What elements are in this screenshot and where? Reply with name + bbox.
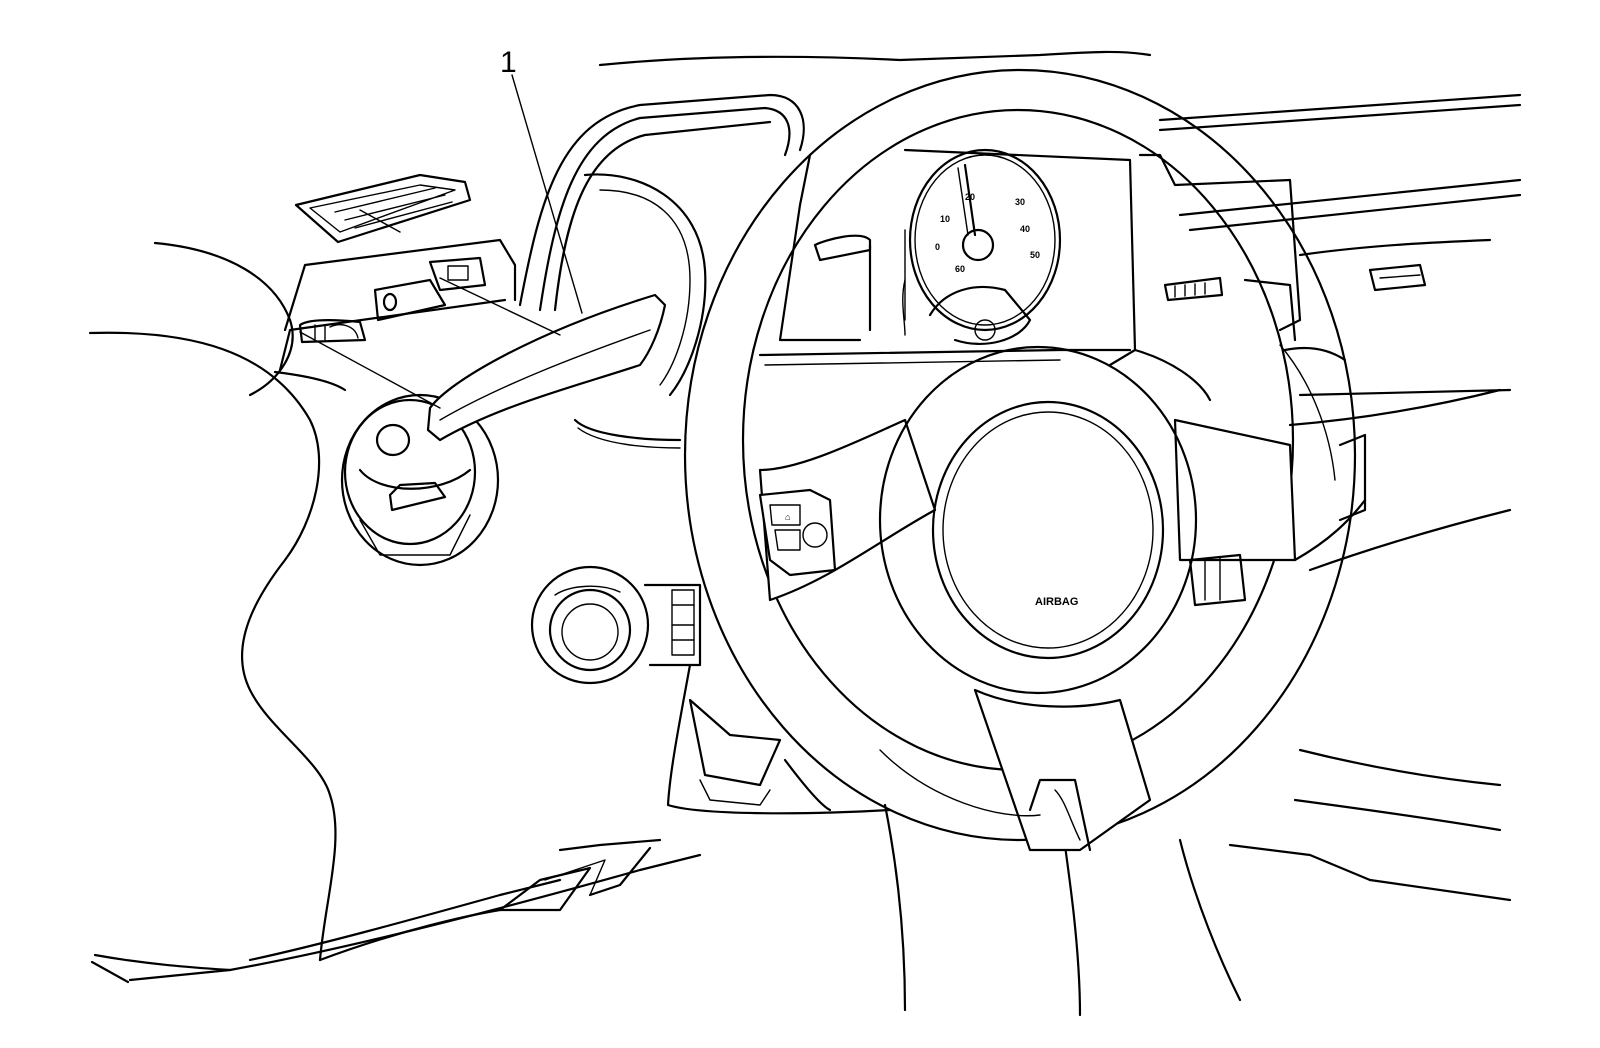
gauge-tick: 30: [1015, 197, 1025, 207]
ignition-key-component: [426, 293, 667, 442]
cluster-left-gauge-area: [778, 153, 906, 342]
cluster-lower-trim: [758, 348, 1212, 402]
airbag-label: AIRBAG: [1035, 596, 1078, 608]
callout-leaders: [299, 74, 583, 409]
steering-wheel-controls: ⌂: [758, 488, 837, 577]
right-lower-switch: [1188, 553, 1247, 607]
gauge-tick: 60: [955, 264, 965, 274]
tachometer-gauge: 10 20 30 40 0 50 60: [903, 148, 1137, 367]
gauge-tick: 10: [940, 214, 950, 224]
dash-top-edge: [598, 50, 1522, 232]
callout-1-label: 1: [500, 46, 517, 79]
lower-center-knob: [530, 565, 702, 685]
side-air-vent: [294, 173, 472, 244]
headlamp-switch: [340, 393, 500, 567]
left-switch-panel: [298, 256, 487, 344]
right-dash-panel: [1228, 238, 1512, 902]
gauge-tick: 20: [965, 192, 975, 202]
lower-dash-sweep: [90, 838, 702, 984]
steering-column-lower: [666, 663, 1242, 1017]
steering-wheel: AIRBAG: [683, 68, 1357, 852]
gauge-tick: 0: [935, 242, 940, 252]
gauge-tick: 50: [1030, 250, 1040, 260]
control-glyph: ⌂: [785, 512, 790, 522]
left-dash-panel: [88, 238, 517, 962]
gauge-tick: 40: [1020, 224, 1030, 234]
cluster-bezel-left: [518, 93, 805, 449]
cluster-right-area: [1138, 153, 1302, 342]
